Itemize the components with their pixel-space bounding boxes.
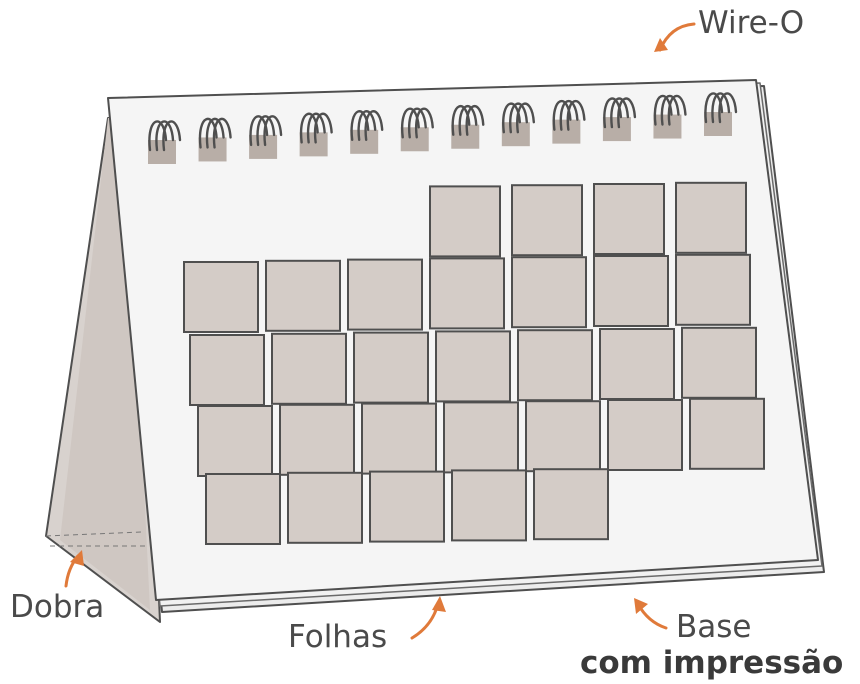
wire-ring-icon — [198, 117, 232, 162]
day-cell — [287, 471, 363, 544]
binding-hole — [198, 137, 227, 162]
day-cell — [279, 403, 355, 476]
day-cell — [443, 401, 519, 474]
day-cell — [265, 259, 341, 332]
day-cell — [205, 473, 281, 545]
binding-hole — [148, 140, 176, 164]
base-print-label: com impressão — [580, 645, 844, 681]
wire-ring-icon — [350, 110, 384, 154]
wire-ring-icon — [501, 102, 536, 147]
binding-hole — [350, 129, 379, 154]
sheets-arrowhead-icon — [432, 596, 446, 612]
binding-hole — [501, 122, 530, 147]
binding-hole — [400, 127, 429, 152]
day-cell — [599, 328, 675, 400]
binding-hole — [704, 112, 732, 136]
day-cell — [353, 331, 429, 404]
day-cell — [593, 255, 669, 327]
day-cell — [607, 399, 683, 471]
wire-ring-icon — [249, 115, 283, 159]
day-cell — [675, 253, 751, 326]
day-cell — [183, 261, 259, 333]
binding-hole — [602, 117, 631, 142]
binding-hole — [299, 132, 328, 157]
wire-o-label: Wire-O — [698, 5, 805, 41]
day-cell — [451, 469, 527, 542]
wire-ring-icon — [299, 112, 333, 157]
day-cell — [593, 183, 665, 255]
day-cell — [511, 184, 583, 257]
day-cell — [197, 405, 273, 477]
wire-arrowhead-icon — [654, 38, 668, 52]
wire-ring-icon — [552, 99, 586, 144]
day-cell — [271, 332, 347, 405]
day-cell — [429, 185, 501, 258]
binding-hole — [552, 119, 581, 144]
wire-ring-icon — [400, 107, 434, 152]
dobra-label: Dobra — [10, 589, 105, 625]
day-cell — [435, 330, 511, 403]
day-cell — [369, 470, 445, 543]
day-cell — [189, 334, 265, 406]
wire-ring-icon — [602, 97, 637, 142]
day-cell — [681, 326, 757, 399]
day-cell — [533, 468, 609, 541]
wire-ring-icon — [148, 120, 182, 164]
fold-line — [45, 531, 145, 547]
base-label: Base — [676, 609, 752, 645]
day-cell — [689, 397, 765, 470]
day-cell — [429, 257, 505, 330]
binding-hole — [249, 134, 278, 159]
wire-ring-icon — [653, 94, 687, 139]
binding-hole — [653, 114, 682, 139]
wire-ring-icon — [704, 92, 738, 136]
day-cell — [525, 400, 601, 473]
day-cell — [511, 256, 587, 329]
day-cell — [517, 329, 593, 402]
day-cell — [675, 181, 747, 254]
day-cell — [361, 402, 437, 475]
calendar-day-grid — [183, 181, 765, 545]
folhas-label: Folhas — [288, 619, 388, 655]
wire-ring-icon — [451, 104, 485, 149]
day-cell — [347, 258, 423, 331]
wire-o-binding — [148, 92, 738, 164]
binding-hole — [451, 124, 480, 149]
fold-arrowhead-icon — [70, 550, 84, 566]
base-arrowhead-icon — [634, 598, 648, 614]
